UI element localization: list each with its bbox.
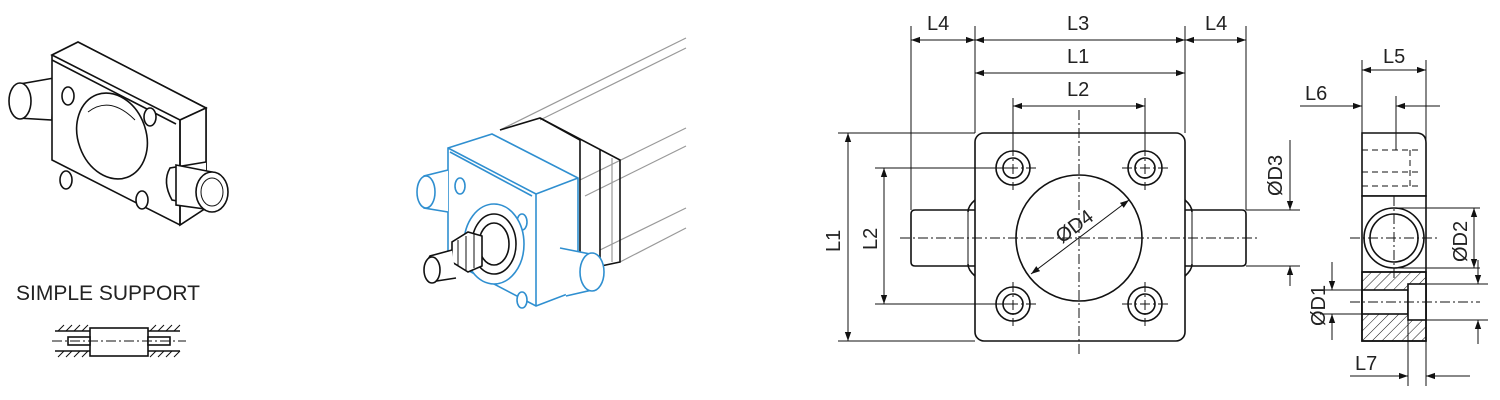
l1-top-label: L1 <box>1067 46 1089 68</box>
d2-label: ØD2 <box>1450 221 1472 262</box>
l3-label: L3 <box>1067 13 1089 35</box>
simple-support-caption: SIMPLE SUPPORT <box>16 282 200 305</box>
section-hatch <box>1361 271 1427 342</box>
l6-label: L6 <box>1305 83 1327 105</box>
left-trunnion-pin <box>8 77 55 121</box>
l2-top-label: L2 <box>1067 79 1089 101</box>
l1-side-label: L1 <box>823 230 845 252</box>
l7-label: L7 <box>1355 353 1377 375</box>
cylinder-body <box>499 37 687 271</box>
bolt-hole <box>61 86 75 106</box>
highlighted-flange <box>416 133 605 309</box>
front-view: ØD4 L4 L3 L4 L1 L2 L1 L2 <box>823 13 1300 355</box>
piston-rod-and-nut <box>423 213 517 284</box>
d1-label: ØD1 <box>1308 285 1330 326</box>
bolt-hole <box>59 170 73 190</box>
right-trunnion-pin <box>165 161 229 213</box>
l2-side-label: L2 <box>860 228 882 250</box>
d3-label: ØD3 <box>1265 155 1287 196</box>
l5-label: L5 <box>1383 46 1405 68</box>
l4-right-label: L4 <box>1205 13 1227 35</box>
simple-support-symbol <box>52 324 186 358</box>
d4-dimension-line <box>1030 199 1130 275</box>
bolt-hole <box>135 190 149 210</box>
bolt-hole <box>143 107 157 127</box>
side-view: L5 L6 ØD2 ØD1 L7 <box>1300 46 1488 386</box>
isometric-support-view <box>8 41 229 227</box>
left-pin-outline <box>910 209 975 267</box>
l4-left-label: L4 <box>927 13 949 35</box>
cylinder-assembly-view <box>416 37 687 309</box>
